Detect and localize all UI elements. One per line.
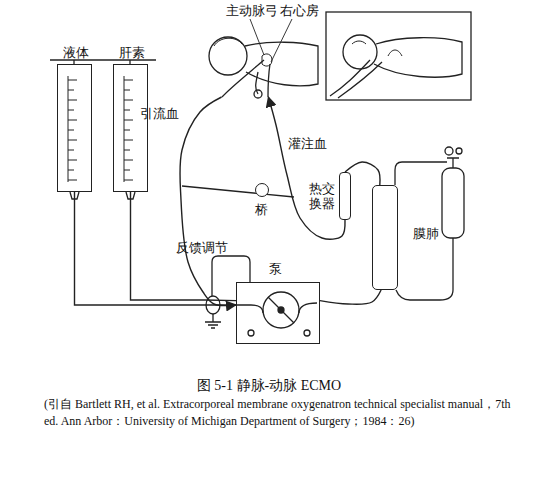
inset-frame	[326, 12, 471, 100]
heparin-syringe: 肝素	[113, 64, 148, 192]
inset-infant-head	[343, 35, 377, 69]
oxygen-tank	[442, 168, 464, 238]
node-label: 右心房	[280, 3, 319, 18]
tube-connector	[180, 97, 236, 305]
inset-cannula	[330, 60, 382, 98]
infant-head	[209, 37, 247, 75]
tank-valve	[447, 158, 459, 168]
tube-connector	[268, 97, 345, 239]
node-label: 膜肺	[413, 226, 439, 241]
tube-connector	[320, 290, 381, 304]
fluid-bag: 液体	[57, 64, 92, 192]
pump-knob	[248, 330, 254, 336]
node-label: 泵	[269, 261, 282, 276]
gas-exhaust-line	[396, 238, 453, 300]
node-label: 主动脉弓	[226, 3, 278, 18]
node-label: 热交 换器	[309, 181, 337, 211]
bag-outlet	[70, 192, 135, 199]
cannula	[222, 60, 270, 97]
inset-infant-detail	[352, 41, 402, 56]
roller-housing	[263, 292, 299, 328]
node-illustration	[200, 22, 320, 97]
roller-hub	[278, 307, 284, 313]
heat-exchanger: 热交 换器	[339, 172, 351, 220]
bridge-clamp: 桥	[255, 183, 269, 197]
figure-caption: 图 5-1 静脉-动脉 ECMO	[0, 378, 538, 394]
inset-infant-body	[374, 38, 462, 77]
infant-hair	[214, 38, 242, 46]
gas-line	[395, 162, 447, 185]
node-illustration	[237, 283, 321, 345]
membrane-lung: 膜肺	[372, 185, 398, 290]
tank-gauge	[456, 148, 462, 154]
tube-connector	[131, 192, 237, 301]
node-label: 桥	[255, 202, 268, 217]
roller-arm	[268, 297, 294, 323]
tank-gauge	[445, 147, 453, 155]
scale-ticks	[68, 76, 77, 182]
roller-pump: 泵	[236, 282, 320, 344]
edge-label: 灌注血	[288, 136, 327, 151]
node-label: 肝素	[119, 45, 145, 60]
infant-hand	[254, 90, 262, 98]
leader-line	[250, 19, 292, 62]
node-label: 液体	[63, 45, 89, 60]
source-citation: (引自 Bartlett RH, et al. Extracorporeal m…	[44, 396, 512, 430]
patient-figure: 主动脉弓右心房	[200, 22, 320, 97]
scale-ticks	[124, 76, 133, 182]
pump-tubing	[237, 303, 317, 313]
feedback-label: 反馈调节	[176, 240, 228, 255]
ground-symbol	[205, 314, 221, 328]
pump-knob	[304, 330, 310, 336]
bridge-tube	[182, 186, 294, 197]
edge-label: 引流血	[140, 106, 179, 121]
tube-connector	[75, 192, 237, 305]
